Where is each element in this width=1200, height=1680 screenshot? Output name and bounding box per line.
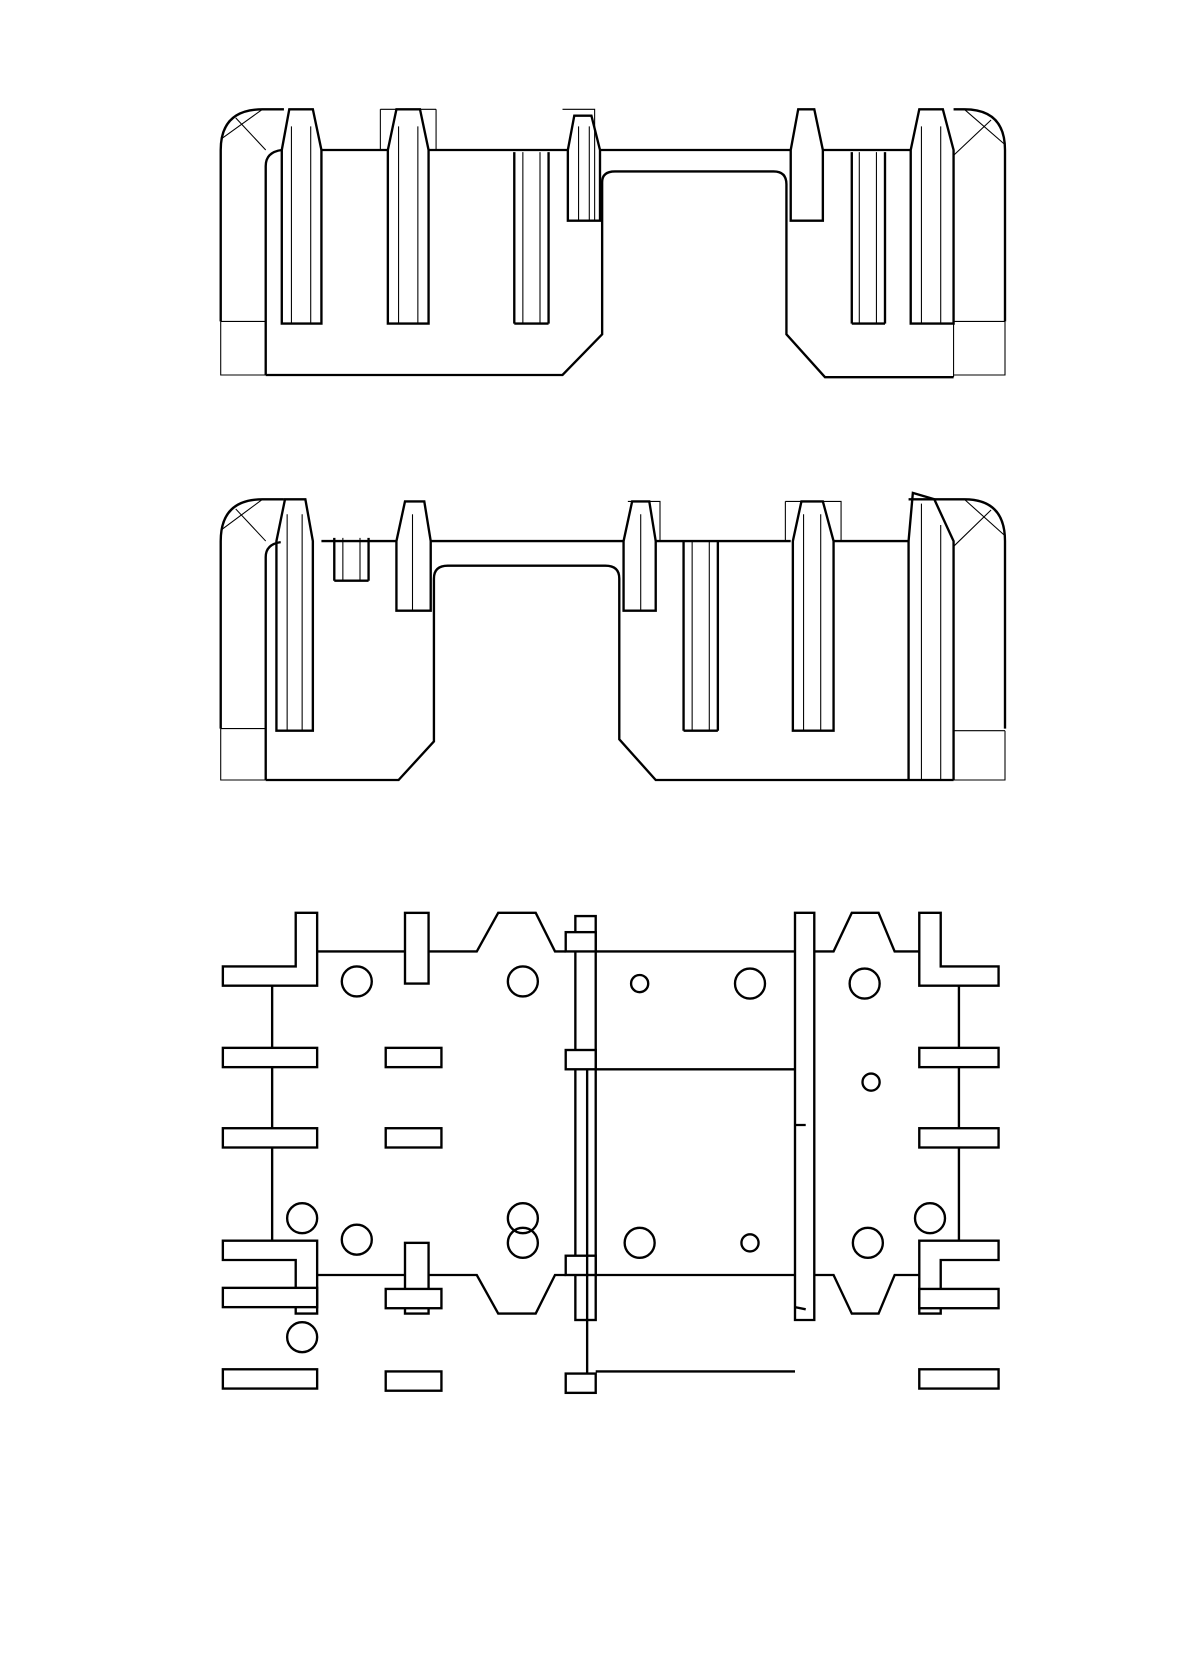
plan-view [221,911,1000,1395]
elevation-view-1 [219,108,1007,379]
elevation-view-2 [219,491,1007,782]
mounting-holes [285,965,947,1354]
